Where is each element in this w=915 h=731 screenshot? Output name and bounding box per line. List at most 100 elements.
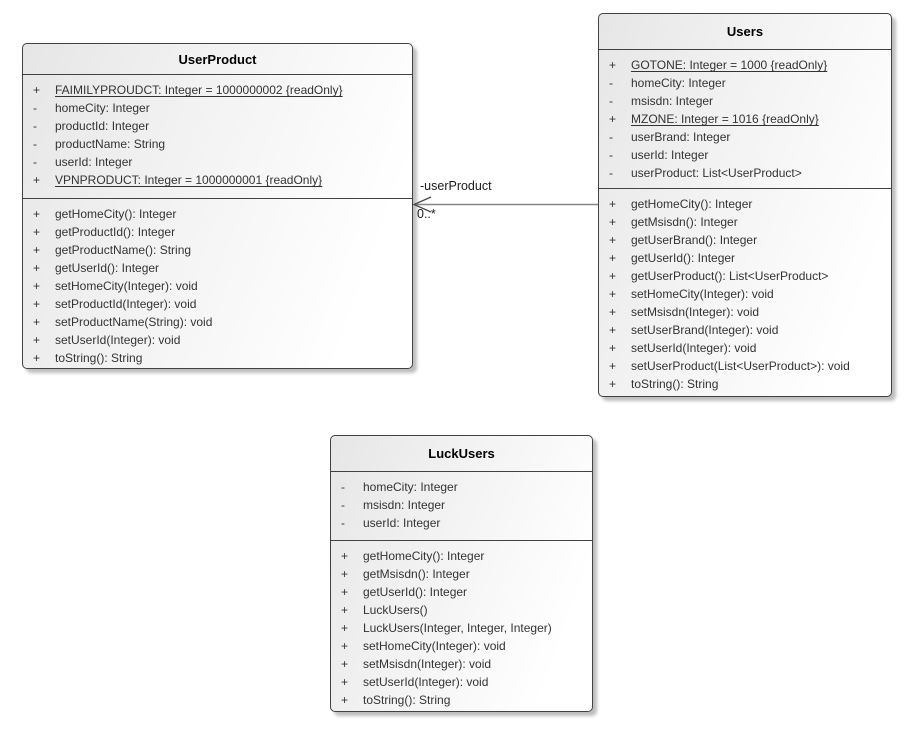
- visibility-marker: -: [341, 498, 345, 512]
- visibility-marker: +: [609, 269, 617, 283]
- visibility-marker: -: [609, 130, 613, 144]
- visibility-marker: +: [341, 675, 349, 689]
- visibility-marker: +: [609, 58, 617, 72]
- attribute-row: - productName: String: [23, 135, 412, 153]
- method-row: + toString(): String: [331, 691, 592, 709]
- class-title: LuckUsers: [331, 436, 592, 472]
- method-row: +getUserProduct(): List<UserProduct>: [599, 267, 891, 285]
- method-row: +setMsisdn(Integer): void: [599, 303, 891, 321]
- attributes-compartment: + FAIMILYPROUDCT: Integer = 1000000002 {r…: [23, 75, 412, 198]
- method-row: +setHomeCity(Integer): void: [331, 637, 592, 655]
- visibility-marker: +: [341, 621, 349, 635]
- method-row: +setUserBrand(Integer): void: [599, 321, 891, 339]
- member-text: getUserBrand(): Integer: [631, 233, 758, 247]
- method-row: +setHomeCity(Integer): void: [599, 285, 891, 303]
- attribute-row: +FAIMILYPROUDCT: Integer = 1000000002 {r…: [23, 81, 412, 99]
- member-text: LuckUsers(): [363, 603, 428, 617]
- visibility-marker: -: [609, 148, 613, 162]
- member-text: setProductName(String): void: [55, 315, 213, 329]
- visibility-marker: -: [33, 137, 37, 151]
- class-box-luckusers[interactable]: LuckUsers -homeCity: Integer-msisdn: Int…: [330, 435, 593, 712]
- member-text: getUserId(): Integer: [631, 251, 736, 265]
- visibility-marker: -: [609, 94, 613, 108]
- visibility-marker: +: [33, 315, 41, 329]
- class-title: Users: [599, 14, 891, 50]
- member-text: getMsisdn(): Integer: [363, 567, 470, 581]
- member-text: userId: Integer: [631, 148, 709, 162]
- member-text: toString(): String: [363, 693, 451, 707]
- visibility-marker: +: [33, 297, 41, 311]
- member-text: getUserId(): Integer: [55, 261, 160, 275]
- methods-compartment: +getHomeCity(): Integer+getProductId(): …: [23, 198, 412, 368]
- visibility-marker: +: [341, 693, 349, 707]
- attribute-row: -userId: Integer: [331, 514, 592, 532]
- member-text: getHomeCity(): Integer: [363, 549, 485, 563]
- method-row: +getUserBrand(): Integer: [599, 231, 891, 249]
- member-text: setProductId(Integer): void: [55, 297, 197, 311]
- method-row: + setUserId(Integer): void: [23, 331, 412, 349]
- member-text: userId: Integer: [55, 155, 133, 169]
- method-row: + getUserId(): Integer: [599, 249, 891, 267]
- attributes-compartment: +GOTONE: Integer = 1000 {readOnly} - homeC…: [599, 50, 891, 188]
- method-row: +toString(): String: [599, 375, 891, 393]
- visibility-marker: +: [341, 585, 349, 599]
- member-text: getMsisdn(): Integer: [631, 215, 738, 229]
- method-row: +setMsisdn(Integer): void: [331, 655, 592, 673]
- attribute-row: -productId: Integer: [23, 117, 412, 135]
- visibility-marker: +: [33, 207, 41, 221]
- method-row: + setProductId(Integer): void: [23, 295, 412, 313]
- visibility-marker: +: [609, 305, 617, 319]
- member-text: setUserId(Integer): void: [631, 341, 757, 355]
- method-row: + toString(): String: [23, 349, 412, 367]
- member-text: userProduct: List<UserProduct>: [631, 166, 802, 180]
- member-text: setMsisdn(Integer): void: [363, 657, 492, 671]
- visibility-marker: -: [33, 155, 37, 169]
- visibility-marker: +: [33, 333, 41, 347]
- member-text: LuckUsers(Integer, Integer, Integer): [363, 621, 552, 635]
- member-text: getProductId(): Integer: [55, 225, 176, 239]
- attribute-row: +GOTONE: Integer = 1000 {readOnly}: [599, 56, 891, 74]
- visibility-marker: +: [609, 323, 617, 337]
- member-text: setUserId(Integer): void: [55, 333, 181, 347]
- member-text: FAIMILYPROUDCT: Integer = 1000000002 {re…: [55, 83, 343, 97]
- visibility-marker: +: [609, 359, 617, 373]
- association-users-userproduct[interactable]: [412, 196, 598, 213]
- method-row: +getMsisdn(): Integer: [599, 213, 891, 231]
- visibility-marker: +: [33, 261, 41, 275]
- member-text: homeCity: Integer: [55, 101, 150, 115]
- attribute-row: -homeCity: Integer: [331, 478, 592, 496]
- method-row: +LuckUsers(): [331, 601, 592, 619]
- visibility-marker: +: [341, 549, 349, 563]
- member-text: productName: String: [55, 137, 166, 151]
- visibility-marker: +: [33, 225, 41, 239]
- methods-compartment: + getHomeCity(): Integer + getMsisdn(): Int…: [331, 540, 592, 711]
- member-text: productId: Integer: [55, 119, 150, 133]
- member-text: getHomeCity(): Integer: [631, 197, 753, 211]
- association-multiplicity-label: 0..*: [417, 207, 436, 221]
- member-text: getProductName(): String: [55, 243, 192, 257]
- visibility-marker: -: [609, 166, 613, 180]
- member-text: setHomeCity(Integer): void: [631, 287, 774, 301]
- visibility-marker: +: [33, 351, 41, 365]
- method-row: +getUserId(): Integer: [331, 583, 592, 601]
- visibility-marker: -: [33, 101, 37, 115]
- visibility-marker: +: [609, 251, 617, 265]
- attribute-row: -msisdn: Integer: [599, 92, 891, 110]
- method-row: + getUserId(): Integer: [23, 259, 412, 277]
- attribute-row: - userProduct: List<UserProduct>: [599, 164, 891, 182]
- attribute-row: -msisdn: Integer: [331, 496, 592, 514]
- attribute-row: +VPNPRODUCT: Integer = 1000000001 {readO…: [23, 171, 412, 189]
- member-text: toString(): String: [55, 351, 143, 365]
- visibility-marker: +: [33, 173, 41, 187]
- method-row: + setUserId(Integer): void: [599, 339, 891, 357]
- visibility-marker: +: [609, 341, 617, 355]
- member-text: setHomeCity(Integer): void: [55, 279, 198, 293]
- visibility-marker: +: [609, 377, 617, 391]
- member-text: MZONE: Integer = 1016 {readOnly}: [631, 112, 819, 126]
- member-text: homeCity: Integer: [631, 76, 726, 90]
- member-text: setUserProduct(List<UserProduct>): void: [631, 359, 850, 373]
- class-box-userproduct[interactable]: UserProduct +FAIMILYPROUDCT: Integer = 1…: [22, 43, 413, 369]
- class-box-users[interactable]: Users +GOTONE: Integer = 1000 {readOnly}…: [598, 13, 892, 397]
- methods-compartment: +getHomeCity(): Integer+getMsisdn(): Int…: [599, 188, 891, 396]
